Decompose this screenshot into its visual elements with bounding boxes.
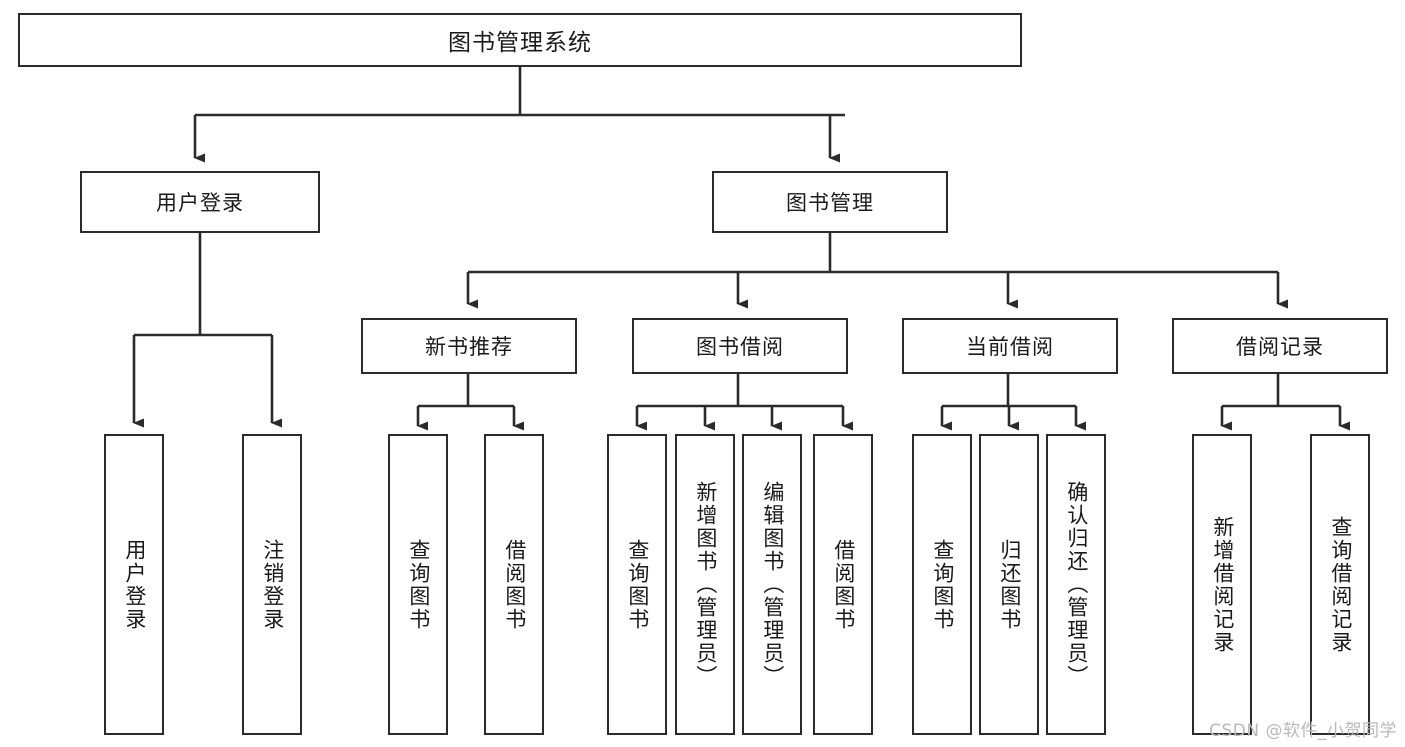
node-label: 图书管理系统: [448, 30, 592, 56]
node-leaf-user-logout[interactable]: 注销登录: [242, 434, 302, 735]
node-user-login[interactable]: 用户登录: [80, 171, 320, 233]
node-label: 新增图书（管理员）: [693, 481, 718, 688]
node-leaf-borrow-add-book[interactable]: 新增图书（管理员）: [675, 434, 735, 735]
node-current-borrow[interactable]: 当前借阅: [902, 318, 1118, 374]
node-label: 查询图书: [406, 538, 431, 631]
node-label: 用户登录: [122, 538, 147, 631]
node-leaf-recommend-query-book[interactable]: 查询图书: [388, 434, 448, 735]
watermark-text: CSDN @软件_小贺同学: [1209, 721, 1397, 741]
node-new-book-recommend[interactable]: 新书推荐: [361, 318, 577, 374]
node-label: 查询图书: [625, 538, 650, 631]
node-label: 当前借阅: [966, 335, 1054, 359]
node-root-system[interactable]: 图书管理系统: [18, 13, 1022, 67]
node-label: 确认归还（管理员）: [1064, 481, 1089, 688]
node-leaf-borrow-query-book[interactable]: 查询图书: [607, 434, 667, 735]
node-leaf-borrow-edit-book[interactable]: 编辑图书（管理员）: [742, 434, 802, 735]
node-book-management[interactable]: 图书管理: [712, 171, 948, 233]
node-label: 用户登录: [156, 191, 244, 215]
node-leaf-borrow-borrow-book[interactable]: 借阅图书: [813, 434, 873, 735]
node-label: 注销登录: [260, 538, 285, 631]
node-leaf-current-query-book[interactable]: 查询图书: [912, 434, 972, 735]
node-label: 借阅图书: [831, 538, 856, 631]
node-label: 查询借阅记录: [1328, 515, 1353, 654]
node-label: 图书借阅: [696, 335, 784, 359]
node-leaf-current-return-book[interactable]: 归还图书: [979, 434, 1039, 735]
node-label: 借阅记录: [1236, 335, 1324, 359]
node-label: 查询图书: [930, 538, 955, 631]
node-leaf-user-login[interactable]: 用户登录: [104, 434, 164, 735]
node-label: 借阅图书: [502, 538, 527, 631]
node-leaf-record-add[interactable]: 新增借阅记录: [1192, 434, 1252, 735]
node-leaf-current-confirm-return[interactable]: 确认归还（管理员）: [1046, 434, 1106, 735]
node-leaf-recommend-borrow-book[interactable]: 借阅图书: [484, 434, 544, 735]
node-leaf-record-query[interactable]: 查询借阅记录: [1310, 434, 1370, 735]
node-label: 编辑图书（管理员）: [760, 481, 785, 688]
node-book-borrow[interactable]: 图书借阅: [632, 318, 848, 374]
node-label: 新增借阅记录: [1210, 515, 1235, 654]
node-label: 图书管理: [786, 191, 874, 215]
node-label: 归还图书: [997, 538, 1022, 631]
node-borrow-record[interactable]: 借阅记录: [1172, 318, 1388, 374]
node-label: 新书推荐: [425, 335, 513, 359]
